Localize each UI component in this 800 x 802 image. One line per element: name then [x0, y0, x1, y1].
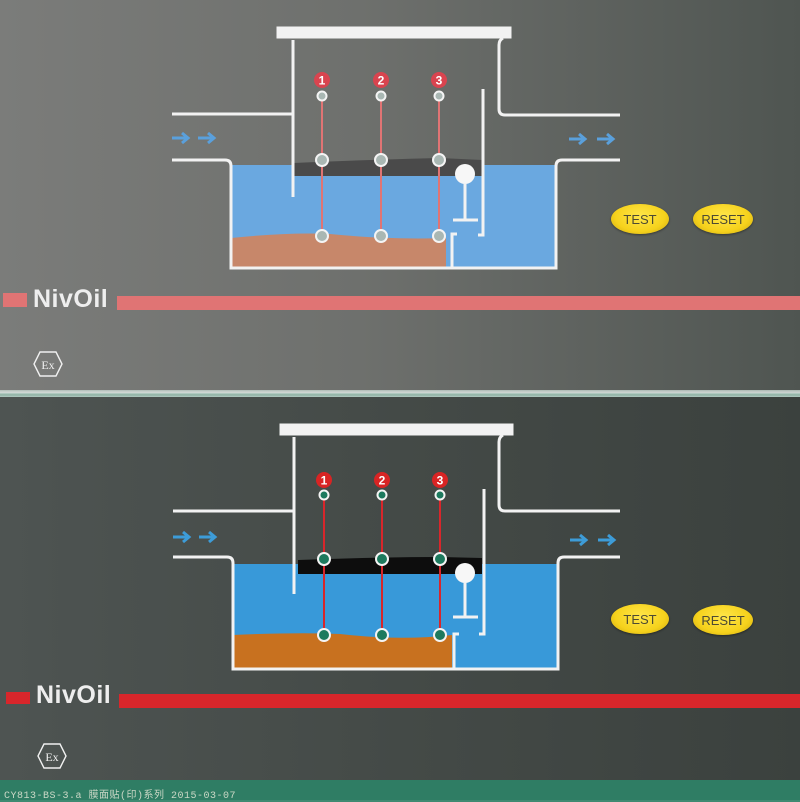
sludge-layer	[231, 233, 446, 268]
weir	[452, 632, 459, 669]
brand-logo: NivOil	[36, 681, 112, 709]
brand-stripe-left	[6, 692, 30, 704]
sensor-badge	[432, 472, 448, 488]
reset-button[interactable]: RESET	[693, 605, 753, 635]
sensor-probe-2: 2	[373, 72, 389, 243]
outlet-pipe-top	[497, 36, 620, 117]
brand-logo: NivOil	[33, 285, 109, 313]
test-button[interactable]: TEST	[611, 604, 669, 634]
sludge-layer	[233, 633, 452, 669]
tank-outline	[173, 555, 620, 671]
sensor-point	[374, 153, 388, 167]
sensor-number: 3	[436, 74, 443, 88]
sensor-point	[432, 153, 446, 167]
sensor-point	[433, 628, 447, 642]
inlet-arrows	[172, 131, 217, 145]
sensor-point	[317, 628, 331, 642]
panel-bottom: 1 2 3 NivOil TEST RESET Ex	[0, 397, 800, 780]
brand-stripe-left	[3, 293, 27, 307]
float-baffle	[478, 89, 485, 237]
sensor-point	[374, 229, 388, 243]
sensor-probe-1: 1	[314, 72, 330, 243]
sensor-probe-1: 1	[316, 472, 332, 642]
panel-top: 1 2 3 NivOil TEST RESET Ex	[0, 0, 800, 393]
sensor-point	[316, 90, 328, 102]
print-margin	[0, 780, 800, 800]
lid	[279, 423, 514, 436]
float-baffle	[479, 489, 486, 636]
sensor-point	[375, 552, 389, 566]
sensor-badge	[431, 72, 447, 88]
sensor-point	[433, 552, 447, 566]
atex-ex-icon: Ex	[37, 743, 67, 769]
outlet-pipe-top	[497, 433, 620, 513]
sensor-probe-3: 3	[432, 472, 448, 642]
float-ball	[455, 164, 475, 184]
sensor-probe-3: 3	[431, 72, 447, 243]
tank-outline	[172, 158, 620, 270]
panel-divider	[0, 390, 800, 398]
sensor-number: 2	[378, 74, 385, 88]
sensor-point	[315, 153, 329, 167]
sensor-point	[318, 489, 330, 501]
sensor-badge	[374, 472, 390, 488]
separator-diagram-top: 1 2 3	[3, 26, 800, 310]
separator-diagram-bottom: 1 2 3	[6, 423, 800, 708]
outlet-arrows	[570, 533, 617, 547]
test-button[interactable]: TEST	[611, 204, 669, 234]
sensor-point	[375, 90, 387, 102]
sensor-point	[317, 552, 331, 566]
sensor-point	[434, 489, 446, 501]
sensor-point	[433, 90, 445, 102]
svg-text:Ex: Ex	[41, 358, 54, 372]
sensor-point	[376, 489, 388, 501]
sensor-badge	[316, 472, 332, 488]
lid	[276, 26, 512, 39]
sensor-point	[432, 229, 446, 243]
inlet-arrows	[173, 530, 218, 544]
weir	[450, 232, 457, 268]
float-ball	[455, 563, 475, 583]
print-code: CY813-BS-3.a 膜面贴(印)系列 2015-03-07	[4, 791, 237, 802]
sensor-number: 1	[319, 74, 326, 88]
reset-button[interactable]: RESET	[693, 204, 753, 234]
sensor-badge	[314, 72, 330, 88]
sensor-number: 1	[321, 474, 328, 488]
sensor-point	[315, 229, 329, 243]
sensor-point	[375, 628, 389, 642]
sensor-number: 2	[379, 474, 386, 488]
sensor-number: 3	[437, 474, 444, 488]
brand-stripe-right	[117, 296, 800, 310]
sensor-probe-2: 2	[374, 472, 390, 642]
sensor-badge	[373, 72, 389, 88]
svg-text:Ex: Ex	[45, 750, 58, 764]
brand-stripe-right	[119, 694, 800, 708]
atex-ex-icon: Ex	[33, 351, 63, 377]
outlet-arrows	[569, 132, 616, 146]
